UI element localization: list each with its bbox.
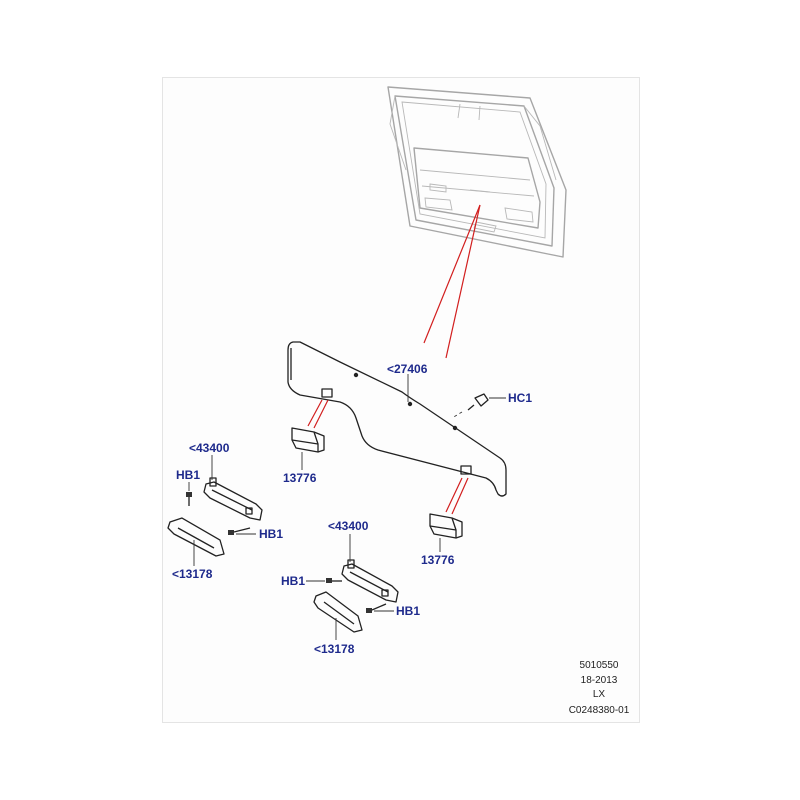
leader-hc1-dash <box>451 411 463 419</box>
cover-mid <box>313 591 363 633</box>
footer-line-3: LX <box>593 689 606 700</box>
bolt-mid-right <box>366 603 387 613</box>
callout-panel: <27406 <box>387 362 428 376</box>
callout-bracket-mid: <43400 <box>328 519 369 533</box>
callout-bolt-left-top: HB1 <box>176 468 200 482</box>
leader-red-module-right-b <box>451 477 469 515</box>
leader-red-module-right-a <box>445 477 463 513</box>
callout-bracket-left: <43400 <box>189 441 230 455</box>
bolt-mid-left <box>326 578 342 583</box>
footer-line-1: 5010550 <box>580 660 619 671</box>
leader-red-2 <box>445 204 481 359</box>
callout-bolt-mid-left: HB1 <box>281 574 305 588</box>
leader-red-module-left-a <box>307 399 323 427</box>
tailgate-outline <box>387 86 567 258</box>
leader-red-1 <box>423 204 481 344</box>
footer-line-2: 18-2013 <box>581 675 618 686</box>
leader-red-module-left-b <box>313 399 329 429</box>
module-right <box>429 513 463 539</box>
bolt-left-top <box>186 492 192 506</box>
callout-cover-left: <13178 <box>172 567 213 581</box>
bracket-left <box>203 477 263 521</box>
callout-cover-mid: <13178 <box>314 642 355 656</box>
diagram-frame <box>162 77 640 723</box>
callout-clip-hc1: HC1 <box>508 391 532 405</box>
callout-bolt-mid-right: HB1 <box>396 604 420 618</box>
callout-module-left: 13776 <box>283 471 317 485</box>
trim-panel <box>287 341 507 497</box>
bolt-left-bottom <box>228 527 251 535</box>
clip-hc1 <box>467 393 489 411</box>
footer-line-4: C0248380-01 <box>569 705 630 716</box>
cover-left <box>167 517 225 557</box>
callout-module-right: 13776 <box>421 553 455 567</box>
bracket-mid <box>341 559 399 603</box>
callout-bolt-left-bottom: HB1 <box>259 527 283 541</box>
module-left <box>291 427 325 453</box>
